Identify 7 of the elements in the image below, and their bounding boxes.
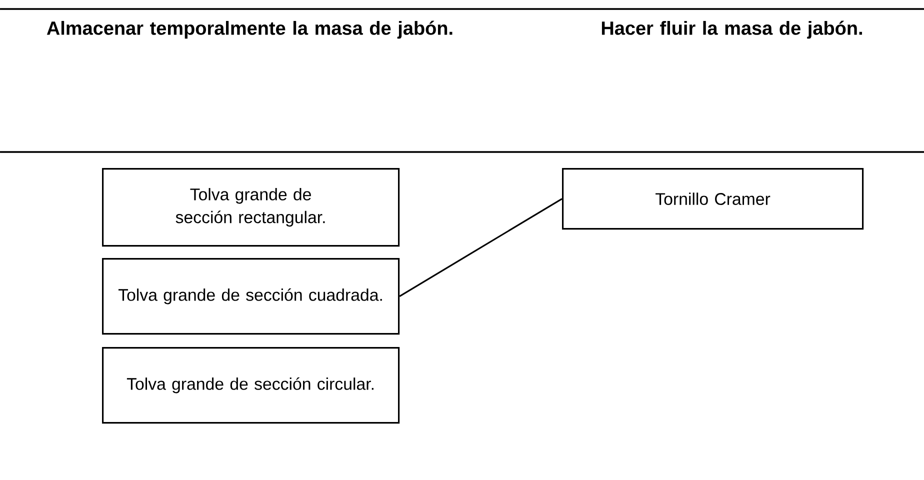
process-box: Tornillo Cramer <box>562 168 864 230</box>
column-heading: Almacenar temporalmente la masa de jabón. <box>46 20 452 39</box>
process-box: Tolva grande de sección rectangular. <box>102 168 400 247</box>
column-heading: Hacer fluir la masa de jabón. <box>602 20 862 39</box>
connector-line <box>399 198 562 297</box>
process-box: Tolva grande de sección cuadrada. <box>102 258 400 335</box>
process-box: Tolva grande de sección circular. <box>102 347 400 424</box>
